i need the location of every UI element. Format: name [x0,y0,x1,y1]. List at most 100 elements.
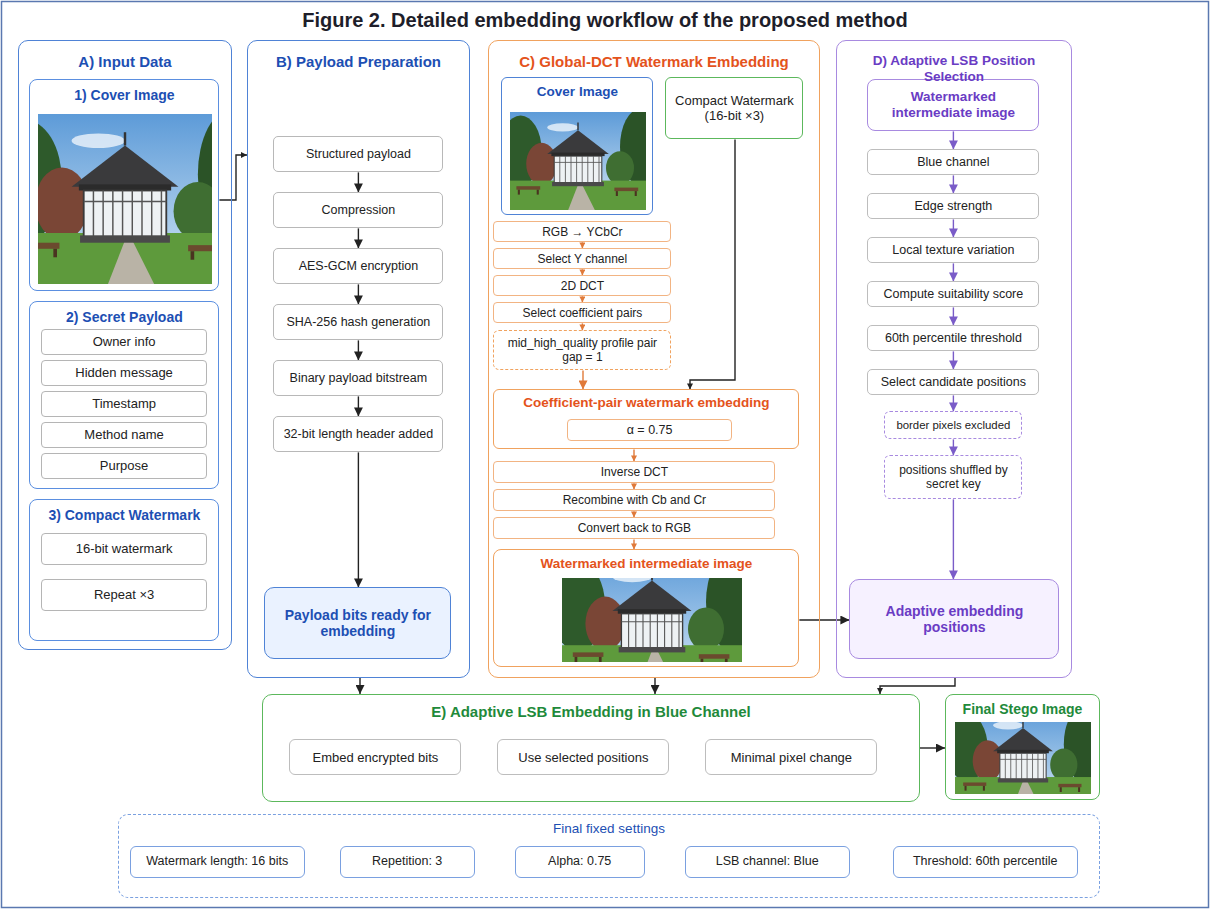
process-box: Structured payload [273,136,443,172]
settings-band: Final fixed settingsWatermark length: 16… [118,814,1100,898]
node-label: Use selected positions [518,750,648,766]
image-box: Watermarked intermediate image [493,549,799,667]
flow-arrow [359,678,360,694]
node-label: Blue channel [917,155,989,170]
group-heading: Final Stego Image [950,701,1095,718]
flow-arrow [953,219,954,237]
node-label: LSB channel: Blue [716,854,819,869]
node-label: Select Y channel [538,252,628,266]
cover-photo [510,112,646,210]
setting-box: mid_high_quality profile pair gap = 1 [493,330,671,370]
node-label: Repeat ×3 [94,587,154,603]
group-heading: Watermarked intermediate image [498,556,794,572]
input-item: Owner info [41,329,207,355]
node-label: positions shuffled by secret key [893,463,1013,492]
panel: B) Payload PreparationStructured payload… [247,40,470,678]
parameter-box: α = 0.75 [567,419,732,441]
flow-arrow [799,619,849,620]
group-heading: D) Adaptive LSB Position Selection [841,53,1067,85]
group-heading: Final fixed settings [123,821,1095,837]
node-label: Binary payload bitstream [290,371,428,386]
group-heading: E) Adaptive LSB Embedding in Blue Channe… [267,703,915,721]
process-box: Inverse DCT [493,461,775,483]
process-box: Embed encrypted bits [289,739,461,775]
node-label: Compression [322,203,396,218]
node-label: Recombine with Cb and Cr [563,493,706,507]
flow-arrow [654,678,655,694]
node-label: Select coefficient pairs [522,306,642,320]
node-label: Minimal pixel change [731,750,852,766]
setting-item: Watermark length: 16 bits [130,846,305,878]
image-box: Final Stego Image [945,694,1100,800]
process-box: Edge strength [867,193,1039,219]
node-label: Payload bits ready for embedding [283,607,433,641]
input-item: Method name [41,422,207,448]
setting-item: Threshold: 60th percentile [893,846,1078,878]
group-heading: Cover Image [506,84,648,100]
input-box: Watermarked intermediate image [867,79,1039,131]
setting-box: positions shuffled by secret key [884,455,1022,499]
input-item: 16-bit watermark [41,533,207,565]
node-label: Watermarked intermediate image [878,89,1028,121]
image-box: Cover Image [501,77,653,215]
node-label: Alpha: 0.75 [548,854,611,869]
input-item: Timestamp [41,391,207,417]
flow-arrow [358,284,359,304]
node-label: Select candidate positions [881,375,1026,390]
node-label: Watermark length: 16 bits [146,854,288,869]
node-label: Method name [84,427,164,443]
group-heading: C) Global-DCT Watermark Embedding [493,53,815,71]
flow-arrow [953,395,954,411]
panel: E) Adaptive LSB Embedding in Blue Channe… [262,694,920,802]
flow-arrow [633,539,634,549]
node-label: Timestamp [92,396,156,412]
process-box: Compute suitability score [867,281,1039,307]
node-label: Embed encrypted bits [313,750,439,766]
flow-arrow [358,172,359,192]
process-box: Minimal pixel change [705,739,877,775]
group-heading: 1) Cover Image [34,87,214,104]
node-label: Repetition: 3 [372,854,442,869]
figure-title: Figure 2. Detailed embedding workflow of… [0,8,1210,32]
flow-arrow [953,175,954,193]
process-box: RGB → YCbCr [493,221,671,242]
flow-arrow [953,351,954,369]
node-label: Edge strength [914,199,992,214]
input-item: Repeat ×3 [41,579,207,611]
process-box: 32-bit length header added [273,416,443,452]
process-box: 60th percentile threshold [867,325,1039,351]
output-box: Payload bits ready for embedding [264,587,451,659]
process-box: Convert back to RGB [493,517,775,539]
flow-arrow [920,747,945,748]
process-box: Select coefficient pairs [493,302,671,323]
input-item: Purpose [41,453,207,479]
process-box: Recombine with Cb and Cr [493,489,775,511]
process-box: Compression [273,192,443,228]
node-label: AES-GCM encryption [299,259,418,274]
node-label: Threshold: 60th percentile [913,854,1058,869]
flow-arrow [690,139,735,389]
process-box: Binary payload bitstream [273,360,443,396]
setting-item: Repetition: 3 [340,846,475,878]
process-box: Use selected positions [497,739,669,775]
node-label: mid_high_quality profile pair gap = 1 [502,336,662,365]
input-group: 1) Cover Image [29,79,219,291]
node-label: Adaptive embedding positions [879,603,1029,637]
group-heading: Coefficient-pair watermark embedding [498,395,794,411]
process-box: Select Y channel [493,248,671,269]
panel: D) Adaptive LSB Position SelectionWaterm… [836,40,1072,678]
node-label: α = 0.75 [627,423,673,438]
node-label: border pixels excluded [896,419,1010,433]
flow-arrow [880,678,955,694]
process-group: Coefficient-pair watermark embedding α = … [493,389,799,449]
node-label: Compute suitability score [884,287,1024,302]
node-label: 32-bit length header added [284,427,433,442]
node-label: Convert back to RGB [578,521,691,535]
flow-arrow [358,340,359,360]
flow-arrow [953,439,954,455]
node-label: 2D DCT [561,279,604,293]
flow-arrow [953,307,954,325]
process-box: 2D DCT [493,275,671,296]
